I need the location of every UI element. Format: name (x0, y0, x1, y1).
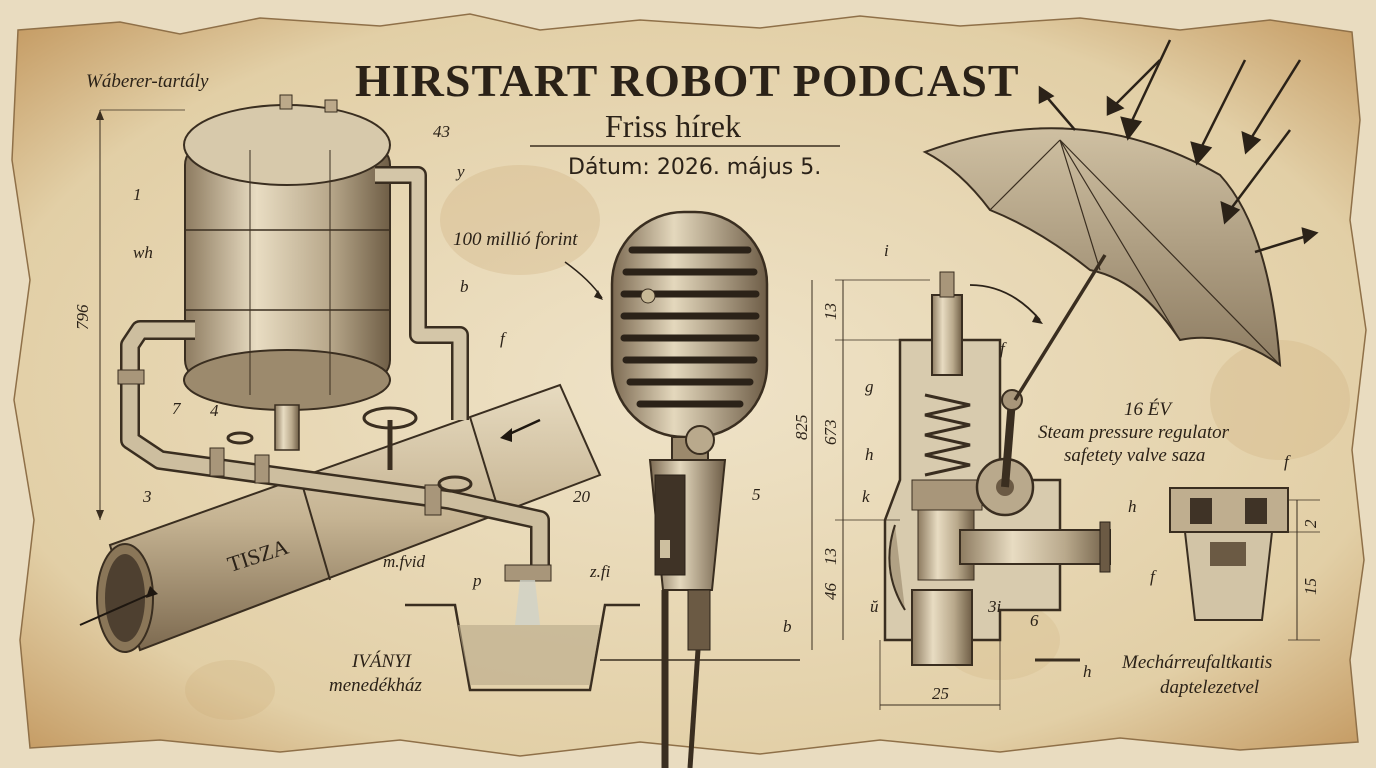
callout-f-cap-top: f (1284, 452, 1289, 471)
podcast-subtitle: Friss hírek (605, 108, 741, 144)
water-basin (405, 580, 800, 692)
regulator-label: Steam pressure regulator (1038, 422, 1230, 443)
cap-caption-line1: Mechárreufaltkaıtis (1122, 652, 1273, 673)
callout-f-cap-left: f (1150, 567, 1155, 586)
callout-zfi: z.fi (590, 562, 611, 581)
umbrella (922, 127, 1282, 401)
dim-46: 46 (821, 583, 840, 600)
callout-h-cap: h (1128, 497, 1137, 516)
callout-4: 4 (210, 401, 219, 420)
valve-type-label: safetety valve saza (1064, 445, 1206, 466)
waberer-tank (96, 94, 552, 582)
basin-label-line1: IVÁNYI (352, 651, 412, 672)
coffee-stain (185, 660, 275, 720)
callout-7: 7 (172, 399, 181, 418)
callout-f-valve: f (1000, 339, 1005, 358)
podcast-title: HIRSTART ROBOT PODCAST (355, 55, 1020, 106)
dim-15: 15 (1301, 578, 1320, 595)
callout-3i: 3i (988, 597, 1002, 616)
callout-20: 20 (573, 487, 590, 506)
cap-caption-line2: daptelezetvel (1160, 677, 1260, 698)
callout-1: 1 (133, 185, 142, 204)
dim-13b: 13 (821, 548, 840, 565)
years-label: 16 ÉV (1124, 399, 1171, 420)
callout-43: 43 (433, 122, 450, 141)
basin-label-line2: menedékház (329, 675, 422, 696)
callout-h-bottom: h (1083, 662, 1092, 681)
callout-u: ŭ (870, 597, 879, 616)
callout-mfvid: m.fvid (383, 552, 426, 571)
dim-13: 13 (821, 303, 840, 320)
dim-tank-height: 796 (73, 304, 92, 331)
amount-label: 100 millió forint (453, 229, 578, 250)
callout-3: 3 (143, 487, 152, 506)
coffee-stain (440, 165, 600, 275)
vintage-microphone (564, 210, 769, 768)
callout-b-mic: b (783, 617, 792, 636)
callout-h: h (865, 445, 874, 464)
coffee-stain (1210, 340, 1350, 460)
tank-name-label: Wáberer-tartály (86, 71, 209, 92)
cap-detail-section (1169, 487, 1320, 641)
callout-5: 5 (752, 485, 761, 504)
callout-b: b (460, 277, 469, 296)
callout-i: i (884, 241, 889, 260)
dim-673: 673 (821, 419, 840, 446)
dim-2: 2 (1301, 519, 1320, 529)
tisza-pipe (79, 383, 602, 653)
dim-25: 25 (932, 684, 949, 703)
callout-g: g (865, 377, 874, 396)
callout-p: p (473, 571, 482, 590)
steam-safety-valve (811, 271, 1111, 710)
callout-y: y (457, 162, 465, 181)
callout-6: 6 (1030, 611, 1039, 630)
callout-f: f (500, 329, 505, 348)
callout-wh: wh (133, 243, 153, 262)
dim-825: 825 (792, 414, 811, 441)
podcast-date: Dátum: 2026. május 5. (568, 155, 822, 180)
falling-arrows (1038, 39, 1319, 254)
callout-k: k (862, 487, 870, 506)
